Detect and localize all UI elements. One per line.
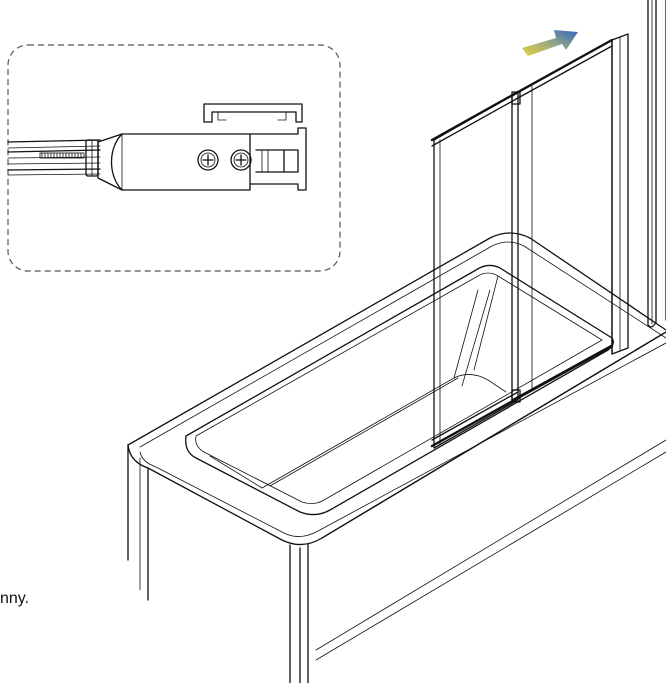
rail-profile	[7, 139, 101, 177]
end-cap	[97, 133, 251, 191]
callout-border	[7, 44, 341, 272]
caption-text: nny.	[0, 590, 30, 607]
wall-bracket	[203, 103, 307, 191]
screw-icon	[230, 149, 252, 171]
arrow-right-icon	[522, 30, 578, 56]
glass-screen	[430, 33, 629, 449]
wall-profile	[647, 0, 666, 328]
screw-icon	[197, 149, 219, 171]
bathtub	[127, 232, 666, 683]
detail-callout	[7, 44, 341, 272]
